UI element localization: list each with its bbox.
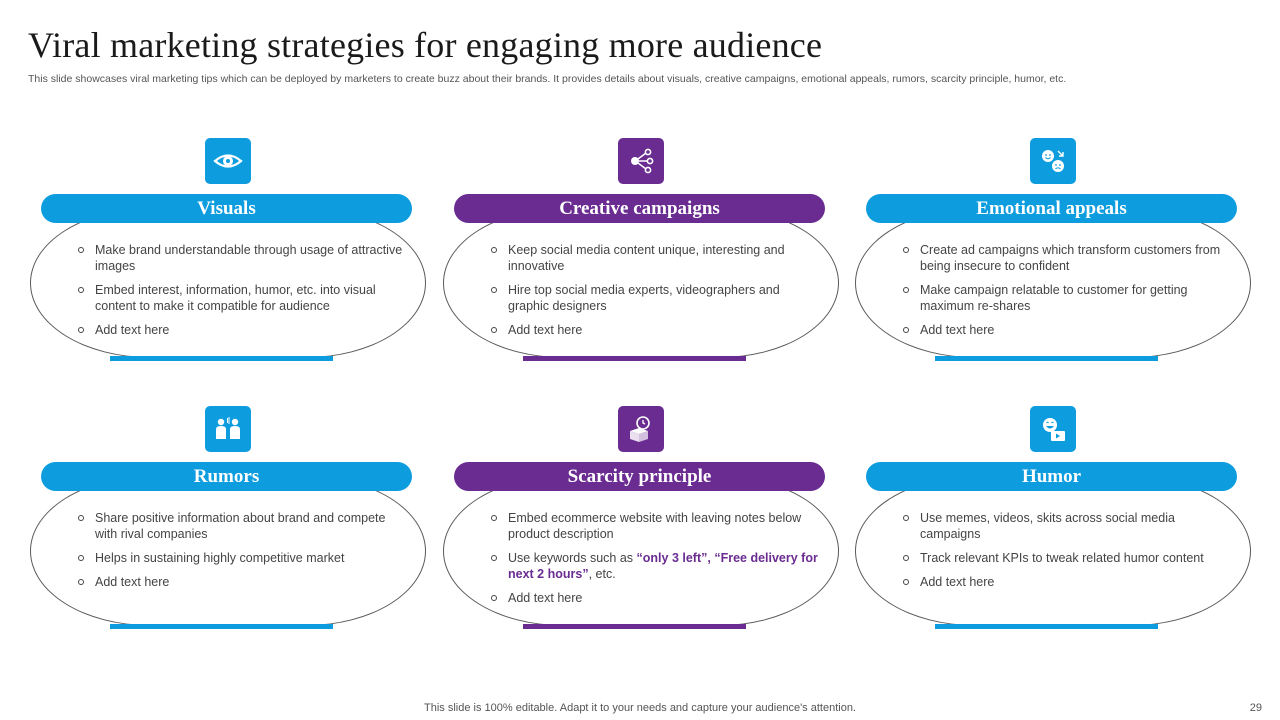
- slide-footer: This slide is 100% editable. Adapt it to…: [424, 702, 856, 714]
- highlight-text: “only 3 left”, “Free delivery for next 2…: [508, 551, 818, 581]
- list-item: Use memes, videos, skits across social m…: [901, 510, 1231, 542]
- card-humor: Humor Use memes, videos, skits across so…: [855, 406, 1255, 646]
- list-item: Add text here: [901, 574, 1231, 590]
- card-heading: Emotional appeals: [866, 194, 1237, 223]
- card-underline: [110, 624, 333, 629]
- card-bubble: [30, 208, 426, 358]
- list-item: Track relevant KPIs to tweak related hum…: [901, 550, 1231, 566]
- card-visuals: Visuals Make brand understandable throug…: [30, 138, 430, 378]
- card-underline: [935, 624, 1158, 629]
- point-list: Embed ecommerce website with leaving not…: [489, 510, 819, 614]
- list-item: Embed ecommerce website with leaving not…: [489, 510, 819, 542]
- point-list: Create ad campaigns which transform cust…: [901, 242, 1231, 346]
- laughing-video-icon: [1030, 406, 1076, 452]
- card-bubble: [30, 476, 426, 626]
- card-underline: [523, 624, 746, 629]
- card-heading: Visuals: [41, 194, 412, 223]
- page-number: 29: [1249, 702, 1262, 714]
- card-rumors: Rumors Share positive information about …: [30, 406, 430, 646]
- list-item: Add text here: [489, 322, 819, 338]
- box-with-clock-icon: [618, 406, 664, 452]
- list-item: Make campaign relatable to customer for …: [901, 282, 1231, 314]
- list-item: Share positive information about brand a…: [76, 510, 406, 542]
- card-emotional-appeals: Emotional appeals Create ad campaigns wh…: [855, 138, 1255, 378]
- card-underline: [110, 356, 333, 361]
- point-list: Make brand understandable through usage …: [76, 242, 406, 346]
- card-underline: [523, 356, 746, 361]
- point-list: Share positive information about brand a…: [76, 510, 406, 598]
- card-bubble: [443, 476, 839, 626]
- card-heading: Rumors: [41, 462, 412, 491]
- card-heading: Scarcity principle: [454, 462, 825, 491]
- point-list: Use memes, videos, skits across social m…: [901, 510, 1231, 598]
- eye-icon: [205, 138, 251, 184]
- card-creative-campaigns: Creative campaigns Keep social media con…: [443, 138, 843, 378]
- card-heading: Creative campaigns: [454, 194, 825, 223]
- card-underline: [935, 356, 1158, 361]
- list-item: Keep social media content unique, intere…: [489, 242, 819, 274]
- emotions-icon: [1030, 138, 1076, 184]
- point-text: Use keywords such as: [508, 551, 637, 565]
- card-heading: Humor: [866, 462, 1237, 491]
- card-bubble: [443, 208, 839, 358]
- point-text: , etc.: [588, 567, 616, 581]
- list-item: Add text here: [76, 574, 406, 590]
- list-item: Add text here: [901, 322, 1231, 338]
- share-network-icon: [618, 138, 664, 184]
- people-talking-icon: [205, 406, 251, 452]
- list-item: Make brand understandable through usage …: [76, 242, 406, 274]
- list-item: Add text here: [489, 590, 819, 606]
- list-item: Add text here: [76, 322, 406, 338]
- list-item: Use keywords such as “only 3 left”, “Fre…: [489, 550, 819, 582]
- list-item: Helps in sustaining highly competitive m…: [76, 550, 406, 566]
- slide-subtitle: This slide showcases viral marketing tip…: [28, 73, 1067, 85]
- card-scarcity-principle: Scarcity principle Embed ecommerce websi…: [443, 406, 843, 646]
- list-item: Create ad campaigns which transform cust…: [901, 242, 1231, 274]
- point-list: Keep social media content unique, intere…: [489, 242, 819, 346]
- list-item: Hire top social media experts, videograp…: [489, 282, 819, 314]
- slide-title: Viral marketing strategies for engaging …: [28, 25, 823, 65]
- list-item: Embed interest, information, humor, etc.…: [76, 282, 406, 314]
